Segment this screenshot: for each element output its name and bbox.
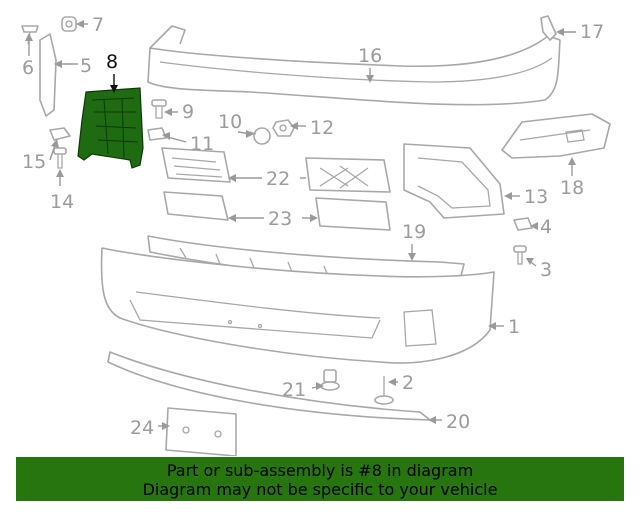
- part-4-nut: [513, 217, 533, 231]
- callout-22: 22: [266, 168, 290, 190]
- callout-19: 19: [402, 221, 426, 243]
- part-18-bracket: [501, 113, 611, 159]
- callout-9: 9: [182, 101, 194, 123]
- part-17-clip: [540, 15, 557, 41]
- callout-8: 8: [106, 51, 118, 73]
- part-13-side-bracket: [403, 143, 505, 219]
- callout-13: 13: [524, 186, 548, 208]
- callout-6: 6: [22, 57, 34, 79]
- callout-3: 3: [540, 259, 552, 281]
- part-24-plate-bracket: [165, 407, 237, 456]
- callout-4: 4: [540, 216, 552, 238]
- part-10-pin: [249, 127, 271, 145]
- part-22-insert-right: [305, 157, 391, 193]
- callout-23: 23: [268, 208, 292, 230]
- part-23-insert-right: [315, 197, 391, 231]
- part-7-nut: [61, 16, 77, 32]
- callout-15: 15: [22, 151, 46, 173]
- callout-18: 18: [560, 177, 584, 199]
- callout-11: 11: [190, 133, 214, 155]
- part-14-bolt: [53, 147, 67, 169]
- part-5-bracket: [39, 33, 57, 117]
- part-8-bracket-highlighted: [77, 87, 144, 169]
- part-23-insert-left: [163, 191, 229, 221]
- callout-16: 16: [358, 45, 382, 67]
- info-banner: Part or sub-assembly is #8 in diagram Di…: [16, 457, 624, 501]
- banner-line-1: Part or sub-assembly is #8 in diagram: [166, 461, 474, 480]
- callout-12: 12: [310, 117, 334, 139]
- part-16-upper-cover: [147, 25, 561, 106]
- callout-1: 1: [508, 316, 520, 338]
- part-15-clip: [49, 127, 71, 141]
- banner-line-2: Diagram may not be specific to your vehi…: [142, 480, 498, 499]
- part-2-bolt: [374, 376, 394, 405]
- parts-diagram: 7 6 5 8 9 10 12 11 15 14 16 17 18 22 23 …: [21, 14, 611, 456]
- part-12-nut: [272, 119, 295, 137]
- part-9-bolt: [151, 99, 167, 119]
- part-21-push-pin: [320, 369, 340, 391]
- part-3-bolt: [513, 245, 527, 265]
- callout-2: 2: [402, 372, 414, 394]
- callout-17: 17: [580, 21, 604, 43]
- callout-5: 5: [80, 55, 92, 77]
- callout-10: 10: [218, 111, 242, 133]
- callout-24: 24: [130, 417, 154, 439]
- callout-14: 14: [50, 191, 74, 213]
- callout-labels: 7 6 5 8 9 10 12 11 15 14 16 17 18 22 23 …: [22, 14, 604, 439]
- callout-20: 20: [446, 411, 470, 433]
- part-1-bumper: [100, 247, 495, 364]
- callout-7: 7: [92, 14, 104, 36]
- part-22-insert-left: [161, 147, 231, 183]
- part-11-clip: [147, 127, 167, 141]
- leader-lines: [25, 20, 576, 430]
- callout-21: 21: [282, 379, 306, 401]
